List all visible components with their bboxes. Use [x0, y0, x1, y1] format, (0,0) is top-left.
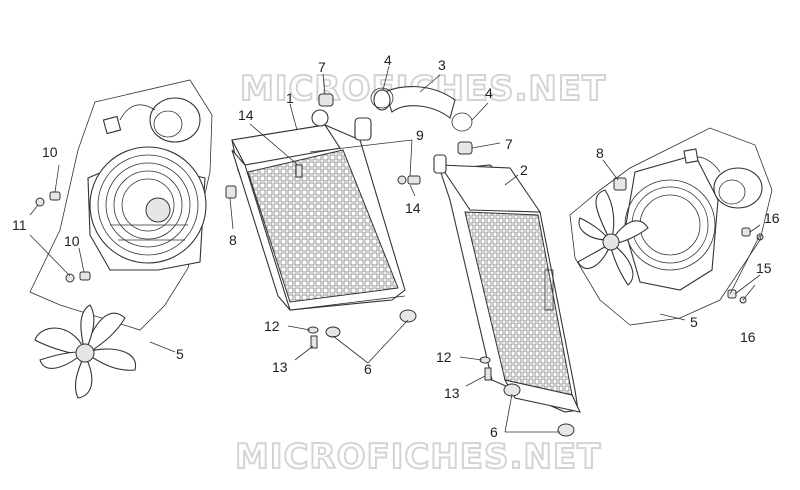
- screw-9-10-left: [35, 191, 91, 283]
- left-fan-motor: [102, 97, 201, 143]
- callout-16b: 16: [740, 329, 756, 345]
- callout-3: 3: [438, 57, 446, 73]
- callout-14b: 14: [405, 200, 421, 216]
- hose: [373, 85, 456, 119]
- left-fan-blade: [34, 304, 136, 399]
- callout-12a: 12: [264, 318, 280, 334]
- callout-5a: 5: [176, 346, 184, 362]
- callout-8b: 8: [596, 145, 604, 161]
- radiator-secondary: [433, 154, 581, 413]
- hose-clamp-left: [370, 87, 394, 109]
- leader-lines: [29, 65, 761, 433]
- callout-7b: 7: [505, 136, 513, 152]
- callout-11: 11: [12, 217, 27, 233]
- callout-4a: 4: [384, 52, 392, 68]
- callout-13a: 13: [272, 359, 288, 375]
- callout-8a: 8: [229, 232, 237, 248]
- callout-16a: 16: [764, 210, 780, 226]
- callout-9: 9: [416, 127, 424, 143]
- callout-2: 2: [520, 162, 528, 178]
- grommet-7-top: [318, 93, 334, 107]
- callout-13b: 13: [444, 385, 460, 401]
- callout-12b: 12: [436, 349, 452, 365]
- hose-clamp-right: [451, 112, 473, 132]
- callout-10b: 10: [64, 233, 80, 249]
- grommet-7-right: [457, 141, 473, 155]
- callout-5b: 5: [690, 314, 698, 330]
- right-fan-blade: [577, 189, 649, 286]
- screws-15-16-right: [727, 227, 764, 304]
- left-fan-shroud: [29, 79, 213, 331]
- callout-14a: 14: [238, 107, 254, 123]
- callout-15: 15: [756, 260, 772, 276]
- right-fan-motor: [683, 148, 763, 209]
- callout-10a: 10: [42, 144, 58, 160]
- callout-6b: 6: [490, 424, 498, 440]
- screws-12-13-left: [307, 309, 417, 349]
- callout-7a: 7: [318, 59, 326, 75]
- callout-4b: 4: [485, 85, 493, 101]
- nut-8-right: [613, 177, 627, 191]
- radiator-main: [231, 109, 406, 311]
- callout-6a: 6: [364, 361, 372, 377]
- nut-8-left: [225, 185, 237, 199]
- screw-14-mid: [295, 164, 421, 185]
- watermark-bottom: MICROFICHES.NET: [235, 437, 601, 477]
- callout-1: 1: [286, 90, 294, 106]
